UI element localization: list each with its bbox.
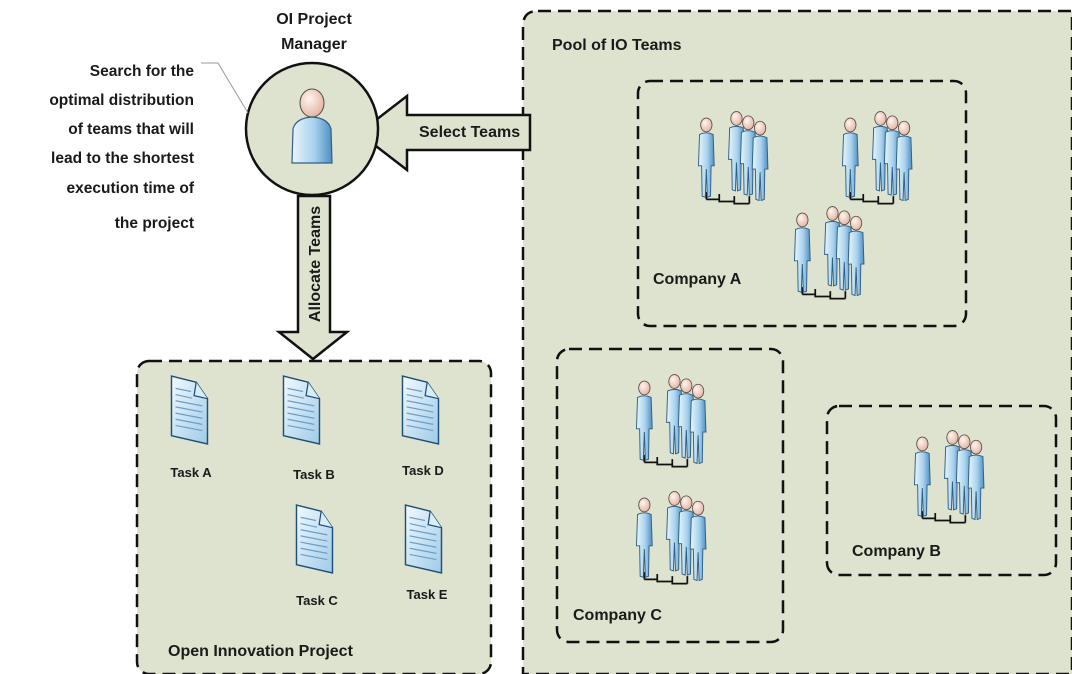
select-teams-arrow: Select Teams (356, 93, 532, 173)
company-a-box: Company A (636, 79, 968, 328)
note-line: Search for the (90, 63, 195, 80)
allocate-teams-arrow: Allocate Teams (275, 194, 351, 361)
project-container: Open Innovation Project Task A Task B Ta… (135, 359, 493, 674)
user-icon (291, 88, 333, 164)
company-b-box: Company B (825, 404, 1058, 577)
note-leader-line (201, 62, 249, 114)
manager-note: Search for the optimal distribution of t… (49, 63, 194, 232)
note-line: the project (115, 215, 194, 232)
task-label: Task D (402, 463, 444, 478)
pool-title: Pool of IO Teams (552, 37, 682, 54)
company-c-label: Company C (573, 607, 662, 624)
select-teams-label: Select Teams (419, 124, 520, 141)
manager-title-line1: OI Project (276, 11, 352, 28)
company-c-box: Company C (555, 347, 785, 644)
company-b-label: Company B (852, 543, 941, 560)
allocate-teams-label: Allocate Teams (307, 206, 324, 322)
note-line: lead to the shortest (51, 150, 194, 167)
task-label: Task A (170, 465, 212, 480)
note-line: execution time of (67, 180, 195, 197)
task-label: Task B (293, 467, 335, 482)
manager-title-line2: Manager (281, 36, 347, 53)
note-line: of teams that will (68, 121, 194, 138)
project-title: Open Innovation Project (168, 643, 354, 660)
company-a-label: Company A (653, 271, 742, 288)
task-label: Task E (407, 587, 448, 602)
manager-node: OI Project Manager Search for the optima… (49, 11, 380, 232)
task-label: Task C (296, 593, 338, 608)
note-line: optimal distribution (49, 92, 194, 109)
